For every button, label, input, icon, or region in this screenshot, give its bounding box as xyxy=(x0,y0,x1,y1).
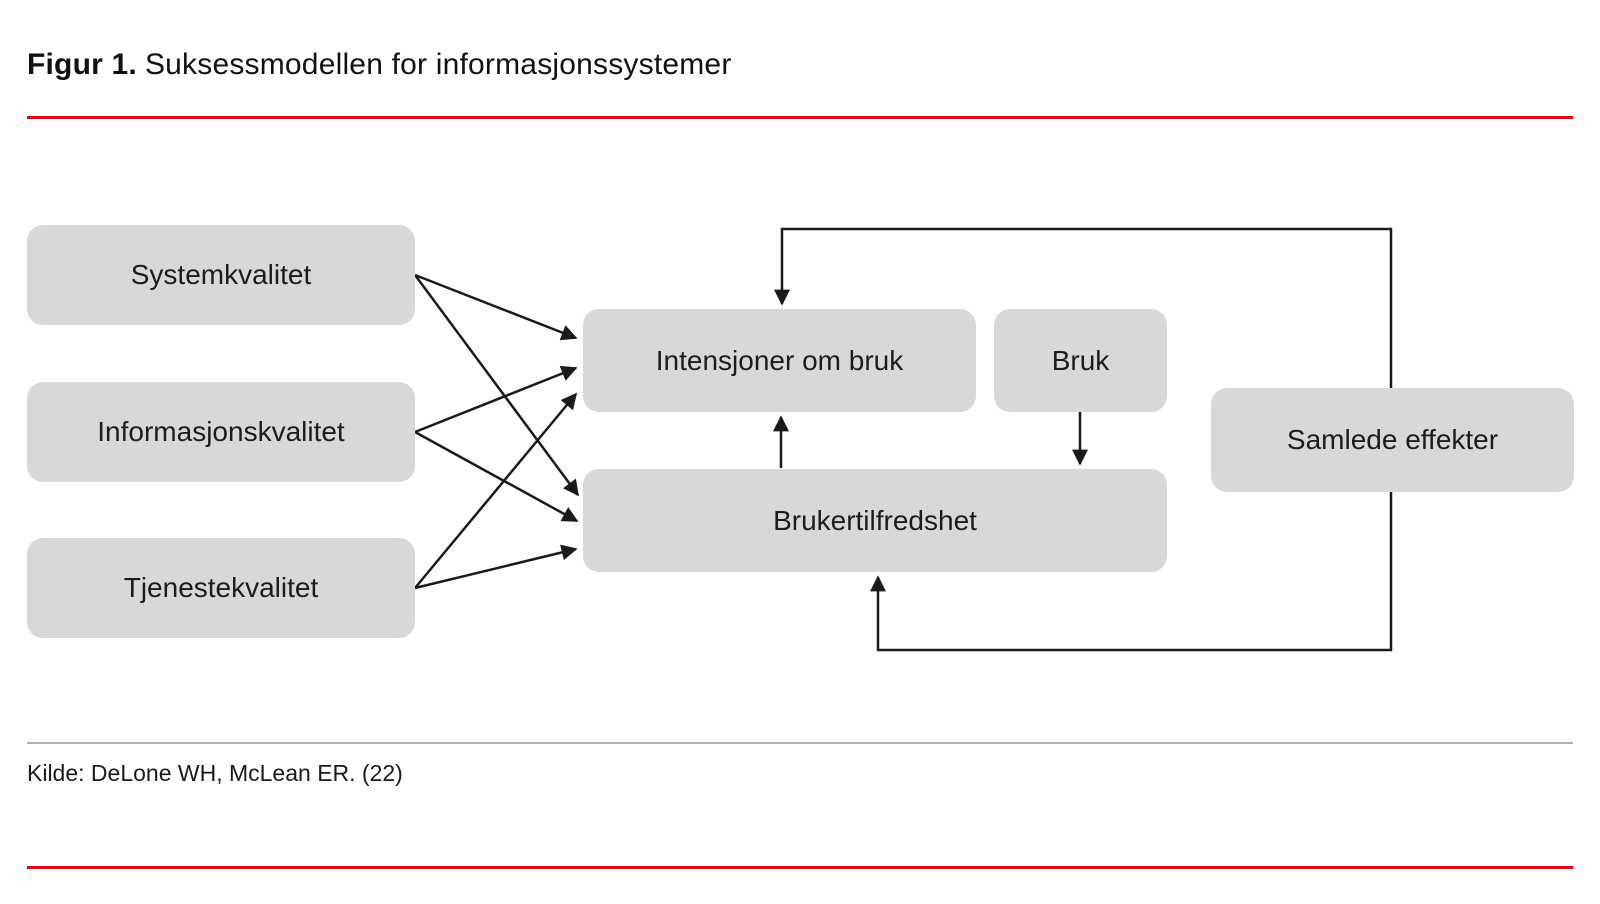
node-tjenestekvalitet-label: Tjenestekvalitet xyxy=(123,572,319,603)
node-intensjoner-om-bruk-label: Intensjoner om bruk xyxy=(655,344,904,376)
node-tjenestekvalitet: Tjenestekvalitet xyxy=(27,538,415,638)
node-samlede-effekter-label: Samlede effekter xyxy=(1286,424,1499,455)
edge-informasjonskvalitet-brukertilfredshet xyxy=(414,430,579,523)
node-systemkvalitet-label: Systemkvalitet xyxy=(130,259,312,290)
edge-systemkvalitet-brukertilfredshet xyxy=(413,274,580,497)
edge-systemkvalitet-intensjoner xyxy=(414,273,578,341)
node-intensjoner-om-bruk: Intensjoner om bruk xyxy=(583,309,976,412)
edge-tjenestekvalitet-intensjoner xyxy=(414,392,578,589)
edge-samlede-effekter-brukertilfredshet xyxy=(870,440,1393,652)
node-informasjonskvalitet-label: Informasjonskvalitet xyxy=(97,416,345,447)
figure-title: Figur 1.Suksessmodellen for informasjons… xyxy=(27,48,732,82)
node-brukertilfredshet: Brukertilfredshet xyxy=(583,469,1167,572)
edge-informasjonskvalitet-intensjoner xyxy=(414,365,578,434)
figure-caption: Suksessmodellen for informasjonssystemer xyxy=(144,48,732,81)
edge-samlede-effekter-intensjoner xyxy=(774,227,1393,440)
node-systemkvalitet: Systemkvalitet xyxy=(27,225,415,325)
figure-number: Figur 1. xyxy=(27,48,137,81)
node-brukertilfredshet-label: Brukertilfredshet xyxy=(773,504,977,536)
source-citation: Kilde: DeLone WH, McLean ER. (22) xyxy=(27,760,403,786)
top-red-rule xyxy=(27,116,1573,119)
node-informasjonskvalitet: Informasjonskvalitet xyxy=(27,382,415,482)
source-separator-rule xyxy=(27,742,1573,744)
node-samlede-effekter: Samlede effekter xyxy=(1211,388,1574,492)
bottom-red-rule xyxy=(27,866,1573,869)
node-bruk-label: Bruk xyxy=(1051,344,1110,376)
edge-tjenestekvalitet-brukertilfredshet xyxy=(414,544,578,590)
node-bruk: Bruk xyxy=(994,309,1167,412)
